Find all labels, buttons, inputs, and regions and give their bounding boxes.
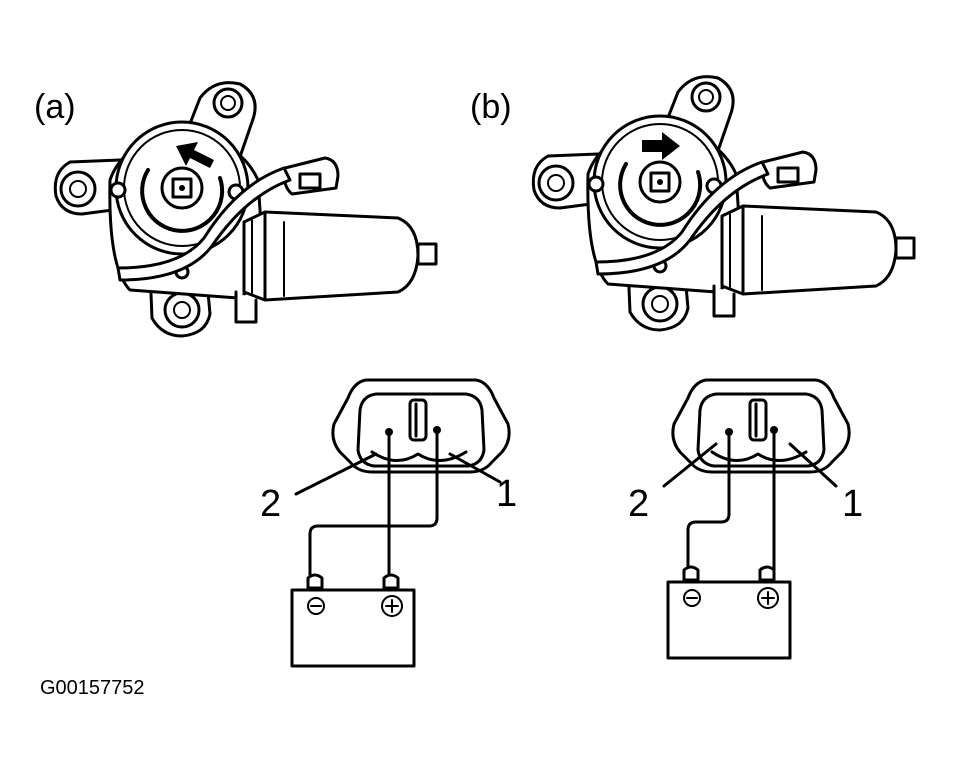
panel-a-label: (a): [34, 88, 76, 126]
motor-assembly-a: [53, 80, 438, 338]
rotation-arrow-icon-a: [176, 142, 214, 168]
connector-a: [331, 378, 511, 474]
motor-assembly-b: [531, 74, 916, 332]
panel-a: (a) 2 1: [34, 80, 517, 668]
pin-1-label-a: 1: [496, 473, 517, 515]
pin-1-label-b: 1: [842, 483, 863, 525]
pin-2-label-b: 2: [628, 483, 649, 525]
wire-neg-b: [686, 430, 731, 574]
rotation-arrow-icon-b: [642, 132, 680, 160]
pin-2-label-a: 2: [260, 483, 281, 525]
panel-b-label: (b): [470, 88, 512, 126]
wire-neg-a: [308, 428, 439, 582]
figure-id: G00157752: [40, 677, 145, 699]
battery-a: [290, 573, 416, 668]
battery-b: [666, 565, 792, 660]
panel-b: (b) 2 1: [470, 74, 916, 660]
